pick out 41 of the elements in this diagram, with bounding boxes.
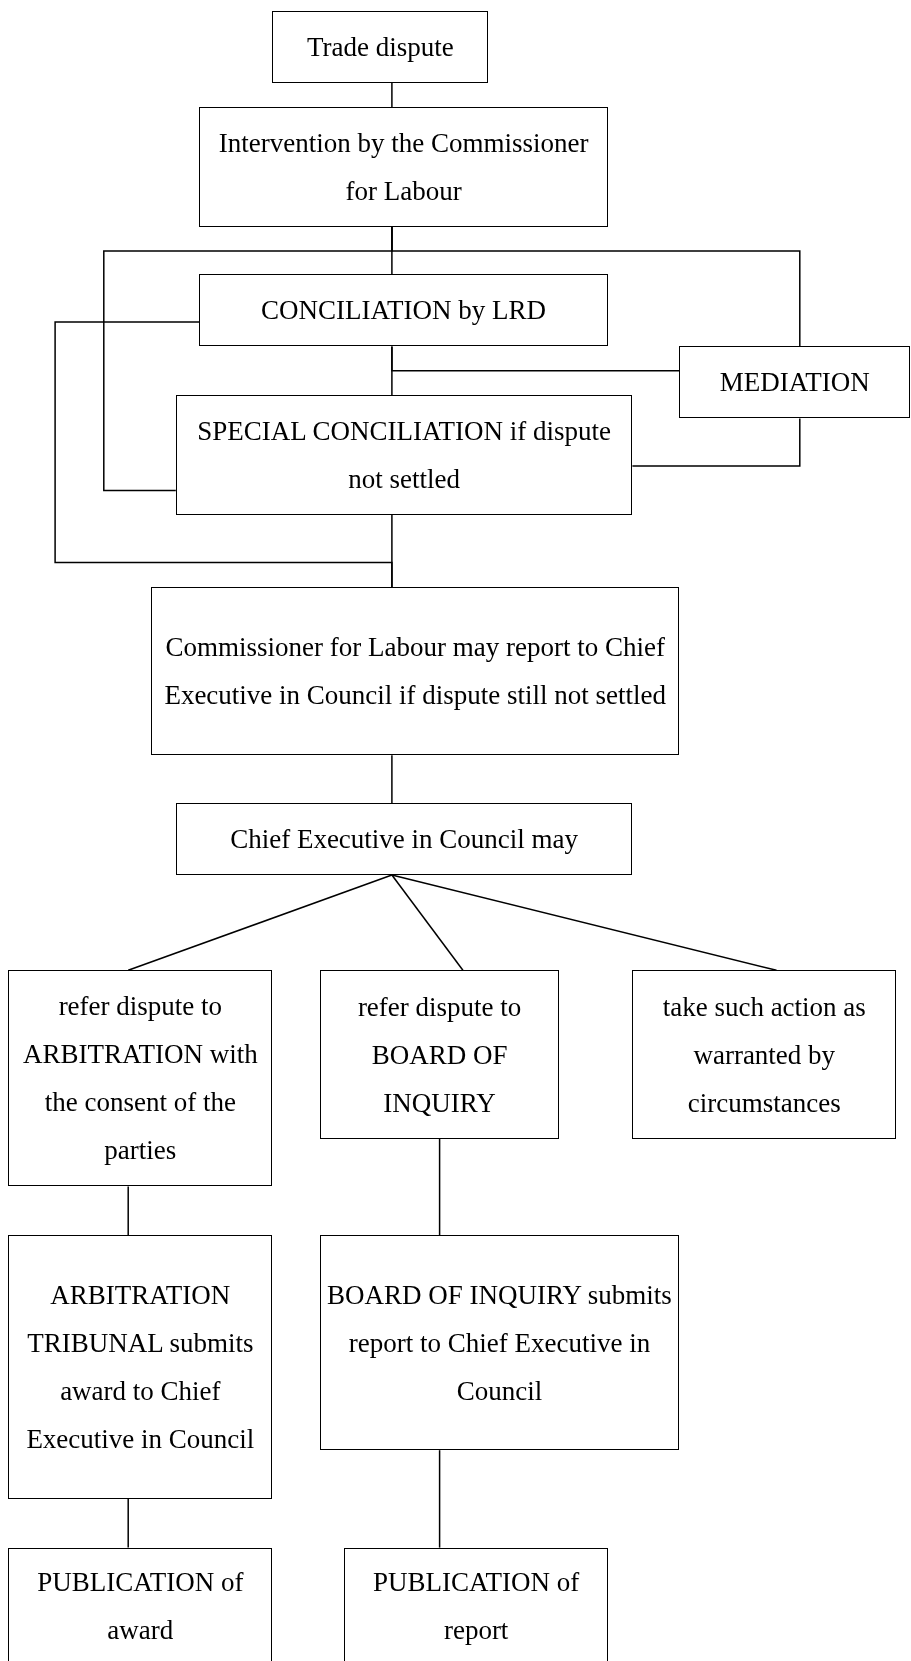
- box-text: Trade dispute: [306, 30, 454, 64]
- connector-line: [631, 417, 801, 467]
- process-box: [8, 970, 273, 1187]
- process-box: [175, 395, 633, 515]
- connector-line: [127, 1185, 129, 1236]
- connector-line: [391, 874, 464, 972]
- process-box: [199, 274, 609, 347]
- box-text: PUBLICATION of award: [36, 1566, 245, 1648]
- box-text: SPECIAL CONCILIATION if dispute not settled: [196, 414, 612, 496]
- box-text: MEDIATION: [719, 366, 870, 400]
- box-text: Intervention by the Commissioner for Labour: [217, 126, 590, 208]
- process-box: [272, 10, 489, 83]
- connector-line: [438, 1138, 441, 1236]
- connector-line: [391, 81, 393, 108]
- box-text: BOARD OF INQUIRY submits report to Chief Executive in Council: [326, 1278, 672, 1408]
- connector-line: [391, 514, 393, 588]
- box-text: take such action as warranted by circumstances: [661, 990, 867, 1120]
- box-text: refer dispute to ARBITRATION with the consent of the parties: [21, 990, 259, 1168]
- process-box: [679, 346, 911, 419]
- connector-line: [127, 874, 393, 972]
- box-text: Chief Executive in Council may: [230, 822, 579, 856]
- process-box: [8, 1235, 273, 1499]
- connector-line: [391, 754, 393, 804]
- box-text: Commissioner for Labour may report to Chief Executive in Council if dispute still not settled: [163, 631, 668, 713]
- process-box: [319, 1235, 679, 1451]
- process-box: [175, 802, 633, 875]
- box-text: refer dispute to BOARD OF INQUIRY: [356, 990, 523, 1120]
- connector-line: [127, 1498, 129, 1549]
- connector-line: [391, 345, 680, 372]
- process-box: [344, 1547, 609, 1661]
- box-text: CONCILIATION by LRD: [261, 294, 547, 328]
- connector-line: [391, 874, 778, 972]
- process-box: [151, 586, 679, 756]
- process-box: [632, 970, 897, 1139]
- box-text: ARBITRATION TRIBUNAL submits award to Chief Executive in Council: [25, 1279, 256, 1456]
- box-text: PUBLICATION of report: [372, 1566, 581, 1648]
- process-box: [8, 1547, 273, 1661]
- connector-line: [438, 1449, 441, 1549]
- connector-line: [391, 225, 801, 348]
- process-box: [199, 107, 609, 227]
- process-box: [319, 970, 560, 1139]
